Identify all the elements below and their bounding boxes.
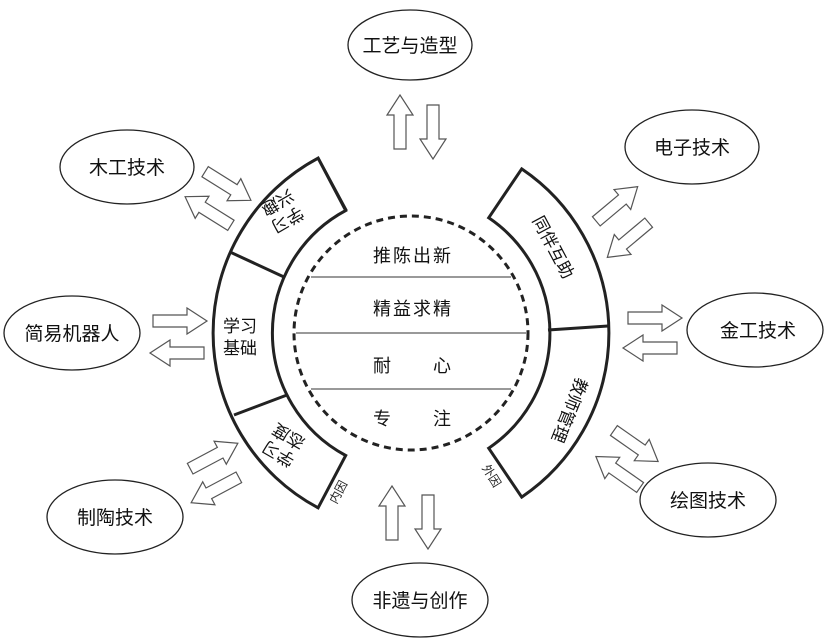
right-ring bbox=[486, 166, 611, 500]
node-craft: 工艺与造型 bbox=[347, 9, 473, 81]
arrow-down-icon bbox=[414, 494, 442, 550]
node-label: 绘图技术 bbox=[670, 490, 746, 512]
node-label: 制陶技术 bbox=[77, 507, 153, 529]
arrow-up-icon bbox=[378, 485, 406, 541]
arrow-right-icon bbox=[152, 307, 208, 335]
node-robot: 简易机器人 bbox=[3, 295, 141, 371]
core-item: 耐 心 bbox=[373, 356, 453, 377]
segment-learning-foundation: 学习 基础 bbox=[223, 317, 257, 359]
node-label: 金工技术 bbox=[720, 320, 796, 342]
node-metalwork: 金工技术 bbox=[686, 292, 824, 368]
node-heritage: 非遗与创作 bbox=[351, 562, 489, 638]
core-circle: 推陈出新 精益求精 耐 心 专 注 bbox=[292, 214, 530, 452]
ring-divider bbox=[229, 250, 285, 279]
left-ring bbox=[211, 156, 348, 510]
core-item: 专 注 bbox=[373, 409, 453, 430]
ring-divider bbox=[547, 324, 609, 332]
node-electronics: 电子技术 bbox=[624, 109, 760, 185]
arrow-right-icon bbox=[587, 176, 647, 232]
segment-label: 基础 bbox=[223, 339, 257, 359]
node-woodwork: 木工技术 bbox=[59, 129, 195, 205]
arrow-left-icon bbox=[149, 339, 205, 367]
core-item: 推陈出新 bbox=[373, 246, 453, 267]
arrow-up-icon bbox=[386, 94, 414, 150]
segment-label: 学习 bbox=[223, 317, 257, 337]
arrow-left-icon bbox=[622, 334, 678, 362]
arrow-left-icon bbox=[598, 212, 658, 268]
ring-divider bbox=[233, 393, 288, 417]
node-pottery: 制陶技术 bbox=[46, 479, 184, 555]
core-item: 精益求精 bbox=[373, 299, 453, 320]
node-drawing: 绘图技术 bbox=[639, 462, 777, 538]
node-label: 非遗与创作 bbox=[372, 590, 467, 612]
arrow-down-icon bbox=[419, 104, 447, 160]
node-label: 木工技术 bbox=[89, 157, 165, 179]
node-label: 简易机器人 bbox=[24, 323, 119, 345]
node-label: 工艺与造型 bbox=[362, 35, 457, 57]
arrow-right-icon bbox=[627, 304, 683, 332]
node-label: 电子技术 bbox=[654, 137, 730, 159]
ring-right-outline bbox=[486, 166, 611, 500]
